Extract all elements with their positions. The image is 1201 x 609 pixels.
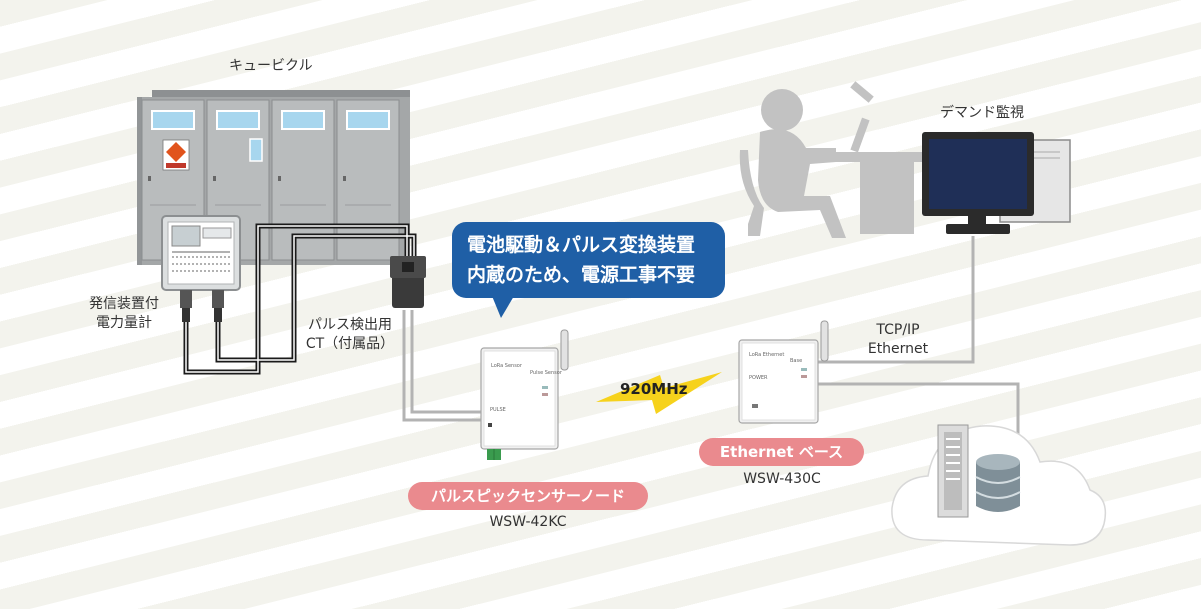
frequency-label: 920MHz — [620, 380, 688, 398]
ct-label: パルス検出用 CT（付属品） — [295, 316, 405, 354]
ethernet-base-model: WSW-430C — [743, 471, 821, 487]
svg-text:Base: Base — [790, 358, 802, 364]
callout-line1: 電池駆動＆パルス変換装置 — [467, 234, 696, 256]
demand-label: デマンド監視 — [940, 105, 1024, 121]
svg-text:Pulse Sensor: Pulse Sensor — [530, 370, 563, 376]
person-icon — [739, 81, 922, 238]
svg-text:POWER: POWER — [749, 375, 768, 381]
monitor-icon — [922, 132, 1071, 234]
meter-label-line1: 発信装置付 — [89, 296, 159, 312]
tcpip-label-line2: Ethernet — [867, 341, 929, 357]
ct-label-line1: パルス検出用 — [308, 317, 392, 333]
svg-text:PULSE: PULSE — [490, 407, 506, 413]
callout-line2: 内蔵のため、電源工事不要 — [467, 264, 696, 286]
tcpip-label: TCP/IP Ethernet — [848, 321, 948, 359]
sensor-node-pill: パルスピックセンサーノード — [408, 482, 648, 510]
sensor-node-model: WSW-42KC — [489, 514, 567, 530]
ethernet-base-icon: LoRa Ethernet Base POWER — [738, 320, 829, 424]
warning-sign-icon — [162, 139, 190, 171]
meter-label-line2: 電力量計 — [96, 315, 152, 331]
callout-text: 電池駆動＆パルス変換装置 内蔵のため、電源工事不要 — [467, 230, 695, 290]
ethernet-base-pill: Ethernet ベース — [699, 438, 864, 466]
svg-text:LoRa Sensor: LoRa Sensor — [491, 363, 523, 369]
database-icon — [975, 454, 1021, 512]
ct-label-line2: CT（付属品） — [305, 336, 395, 352]
ct-clamp-icon — [390, 256, 426, 308]
meter-label: 発信装置付 電力量計 — [84, 295, 164, 333]
svg-text:LoRa Ethernet: LoRa Ethernet — [749, 352, 784, 358]
meter-icon — [161, 215, 241, 322]
callout-bubble — [452, 222, 725, 318]
cubicle-label: キュービクル — [229, 58, 313, 74]
sensor-node-icon: LoRa Sensor Pulse Sensor PULSE — [480, 329, 569, 460]
server-icon — [937, 424, 969, 518]
lightning-icon — [596, 372, 722, 414]
tcpip-label-line1: TCP/IP — [876, 322, 920, 338]
ct-cables-inner — [185, 225, 415, 373]
